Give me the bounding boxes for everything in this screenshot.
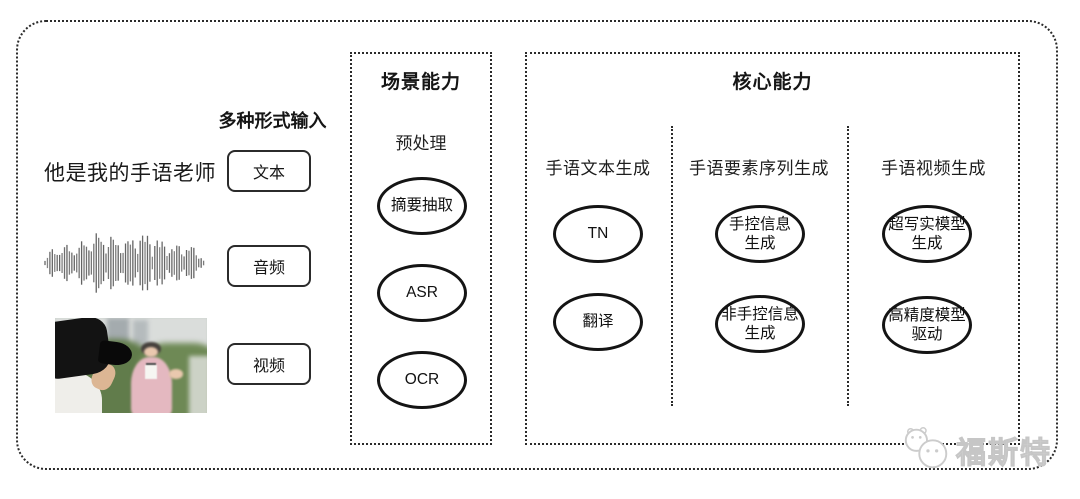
watermark-logo-icon [904,427,948,469]
photo-building [132,319,148,347]
photo-microphone-cap [146,362,157,367]
core-panel-title: 核心能力 [732,72,813,93]
node-manual-info-generation: 手控信息 生成 [715,205,805,263]
input-mode-text-label: 文本 [252,165,285,182]
photo-reporter-hand [169,369,183,379]
core-column-divider [671,126,673,406]
node-asr: ASR [377,264,467,322]
column-header-sign-element-sequence-generation: 手语要素序列生成 [689,158,829,178]
core-capability-panel: 核心能力 [525,52,1020,445]
preprocessing-label: 预处理 [395,134,447,153]
watermark-text: 福斯特 [956,437,1052,471]
node-high-precision-model-driving: 高精度模型 驱动 [882,296,972,354]
sample-sentence-text: 他是我的手语老师 [44,162,216,185]
photo-microphone [145,364,157,379]
photo-path [188,356,207,413]
outer-dashed-border [16,20,1058,470]
node-tn: TN [553,205,643,263]
input-mode-video: 视频 [227,343,311,385]
node-translation: 翻译 [553,293,643,351]
column-header-sign-text-generation: 手语文本生成 [545,158,651,178]
photo-reporter-face [143,346,159,357]
node-hyperrealistic-model-generation: 超写实模型 生成 [882,205,972,263]
scene-capability-panel: 场景能力 [350,52,492,445]
node-summary-extraction: 摘要抽取 [377,177,467,235]
scene-panel-title: 场景能力 [380,72,461,93]
audio-waveform-icon [44,233,205,293]
node-non-manual-info-generation: 非手控信息 生成 [715,295,805,353]
input-section-label: 多种形式输入 [218,111,327,131]
video-thumbnail [55,318,207,413]
input-mode-text: 文本 [227,150,311,192]
input-mode-audio: 音频 [227,245,311,287]
input-mode-video-label: 视频 [252,358,285,375]
input-mode-audio-label: 音频 [252,260,285,277]
column-header-sign-video-generation: 手语视频生成 [881,158,986,178]
node-ocr: OCR [377,351,467,409]
core-column-divider [847,126,849,406]
